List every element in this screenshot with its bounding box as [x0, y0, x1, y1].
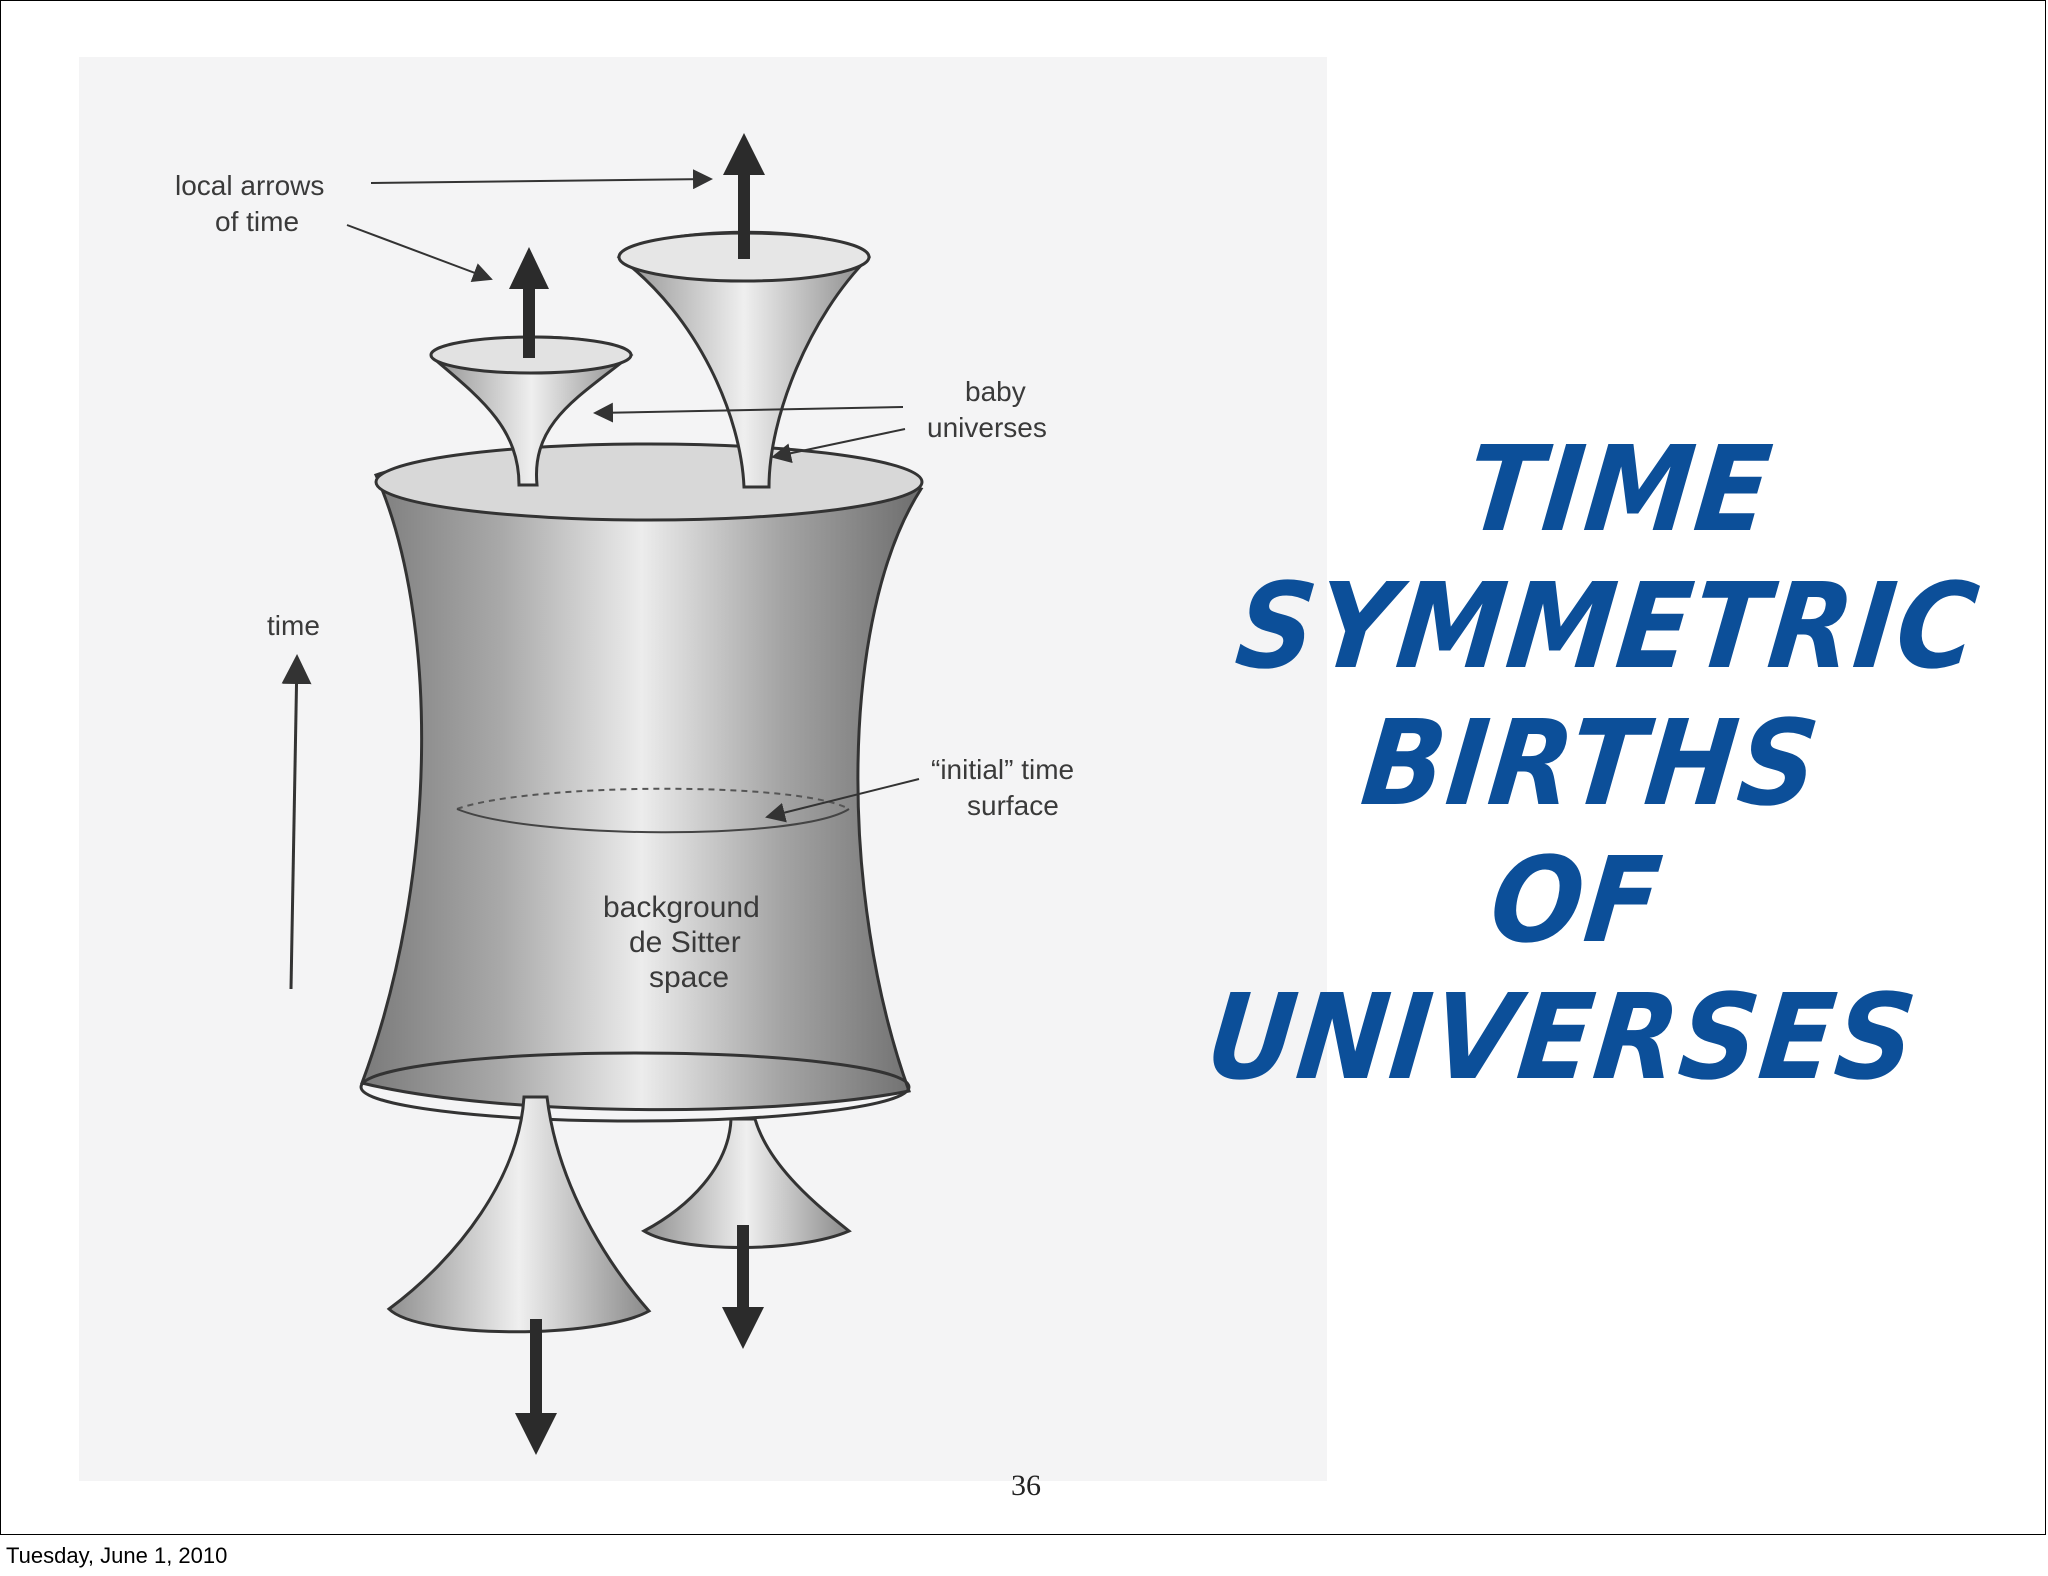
title-line-2: symmetric — [1230, 557, 1986, 695]
slide-title: Time symmetric births of universes — [1187, 420, 1995, 1106]
local-arrows-of-time — [509, 133, 765, 1455]
label-background: background — [603, 891, 760, 924]
label-baby: baby — [965, 376, 1026, 407]
label-time: time — [267, 610, 320, 641]
baby-universe-left-bottom — [386, 1095, 652, 1334]
de-sitter-diagram: local arrows of time baby universes time… — [175, 133, 1074, 1455]
label-universes: universes — [927, 412, 1047, 443]
title-line-5: universes — [1200, 968, 1924, 1106]
page-number: 36 — [1011, 1469, 1041, 1502]
label-de-sitter: de Sitter — [629, 926, 741, 959]
label-local-arrows: local arrows — [175, 170, 324, 201]
label-surface: surface — [967, 790, 1059, 821]
baby-universe-right-bottom — [641, 1117, 852, 1249]
de-sitter-space-shape — [360, 452, 924, 1112]
slide: local arrows of time baby universes time… — [0, 0, 2046, 1535]
title-line-3: births — [1355, 694, 1827, 832]
footer-date: Tuesday, June 1, 2010 — [6, 1543, 228, 1568]
title-line-4: of — [1484, 831, 1669, 969]
label-initial-time: “initial” time — [931, 754, 1074, 785]
title-line-1: Time — [1460, 420, 1780, 558]
top-rim — [374, 442, 924, 522]
figure-panel: local arrows of time baby universes time… — [79, 57, 1327, 1481]
pointer-lines — [346, 169, 920, 823]
time-arrow — [281, 654, 312, 990]
label-of-time: of time — [215, 206, 299, 237]
bottom-rim — [359, 1051, 911, 1123]
label-space: space — [649, 961, 729, 994]
